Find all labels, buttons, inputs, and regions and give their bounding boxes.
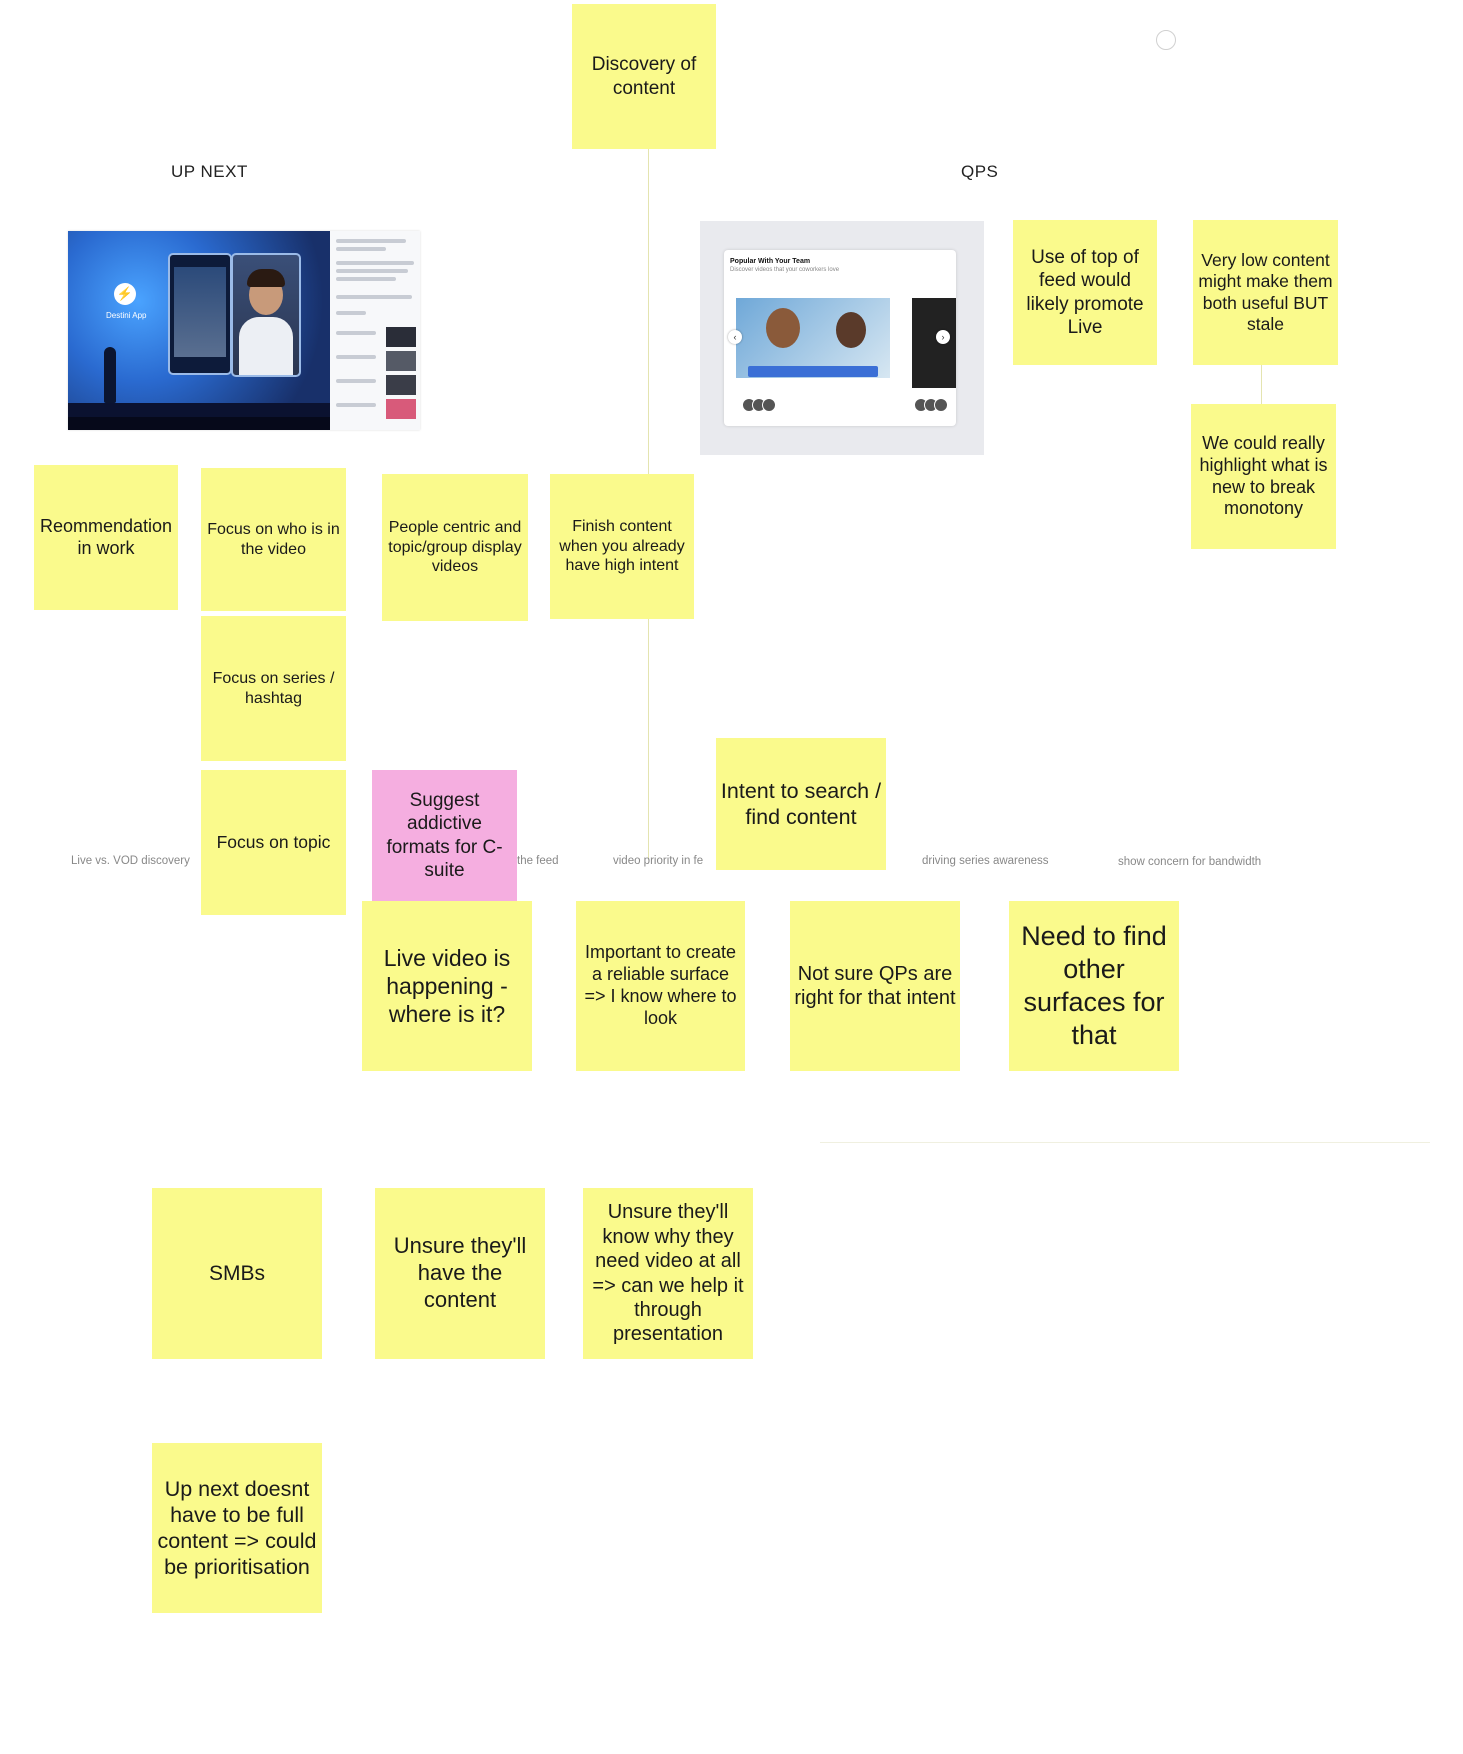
sticky-note-unsure-why[interactable]: Unsure they'll know why they need video … xyxy=(583,1188,753,1359)
qps-card-title: Popular With Your Team xyxy=(730,258,810,265)
qps-prev-icon: ‹ xyxy=(728,330,742,344)
sticky-note-recommendation[interactable]: Reommendation in work xyxy=(34,465,178,610)
video-controls-bar xyxy=(68,417,330,430)
sticky-note-live-happening[interactable]: Live video is happening - where is it? xyxy=(362,901,532,1071)
phone-mockup xyxy=(168,253,232,375)
up-next-side-feed xyxy=(330,231,420,430)
qps-next-thumbnail xyxy=(912,298,956,388)
sticky-note-intent-search[interactable]: Intent to search / find content xyxy=(716,738,886,870)
header-qps: QPS xyxy=(961,162,998,182)
sticky-note-top-of-feed[interactable]: Use of top of feed would likely promote … xyxy=(1013,220,1157,365)
qps-watch-now-button xyxy=(748,366,878,377)
divider-line xyxy=(820,1142,1430,1143)
cursor-circle-icon xyxy=(1156,30,1176,50)
sticky-note-up-next-full[interactable]: Up next doesnt have to be full content =… xyxy=(152,1443,322,1613)
cluster-label-the-feed: the feed xyxy=(517,855,559,867)
cluster-label-bandwidth: show concern for bandwidth xyxy=(1118,856,1261,868)
cluster-label-live-vs-vod: Live vs. VOD discovery xyxy=(71,855,190,867)
sticky-note-discovery[interactable]: Discovery of content xyxy=(572,4,716,149)
cluster-label-video-priority: video priority in fe xyxy=(613,855,703,867)
cluster-label-driving-series: driving series awareness xyxy=(922,855,1049,867)
stage-speaker-figure xyxy=(104,347,116,403)
sticky-note-finish-content[interactable]: Finish content when you already have hig… xyxy=(550,474,694,619)
qps-card-subtitle: Discover videos that your coworkers love xyxy=(730,267,839,273)
sticky-note-not-sure-qps[interactable]: Not sure QPs are right for that intent xyxy=(790,901,960,1071)
sticky-note-low-content[interactable]: Very low content might make them both us… xyxy=(1193,220,1338,365)
app-logo-icon: ⚡ xyxy=(114,283,136,305)
qps-next-icon: › xyxy=(936,330,950,344)
sticky-note-unsure-content[interactable]: Unsure they'll have the content xyxy=(375,1188,545,1359)
sticky-note-focus-who[interactable]: Focus on who is in the video xyxy=(201,468,346,611)
presenter-facecam xyxy=(231,253,301,377)
video-stage: ⚡ Destini App xyxy=(68,231,330,430)
sticky-note-focus-topic[interactable]: Focus on topic xyxy=(201,770,346,915)
sticky-note-people-centric[interactable]: People centric and topic/group display v… xyxy=(382,474,528,621)
header-up-next: UP NEXT xyxy=(171,162,248,182)
sticky-note-focus-series[interactable]: Focus on series / hashtag xyxy=(201,616,346,761)
sticky-note-highlight-new[interactable]: We could really highlight what is new to… xyxy=(1191,404,1336,549)
app-logo-text: Destini App xyxy=(106,311,146,320)
sticky-note-smbs[interactable]: SMBs xyxy=(152,1188,322,1359)
qps-screenshot-image[interactable]: Popular With Your Team Discover videos t… xyxy=(700,221,984,455)
sticky-note-suggest-addictive[interactable]: Suggest addictive formats for C-suite xyxy=(372,770,517,901)
sticky-note-reliable-surface[interactable]: Important to create a reliable surface =… xyxy=(576,901,745,1071)
connector-line xyxy=(1261,362,1262,404)
sticky-note-other-surfaces[interactable]: Need to find other surfaces for that xyxy=(1009,901,1179,1071)
qps-card: Popular With Your Team Discover videos t… xyxy=(724,250,956,426)
up-next-screenshot-image[interactable]: ⚡ Destini App xyxy=(68,231,420,430)
